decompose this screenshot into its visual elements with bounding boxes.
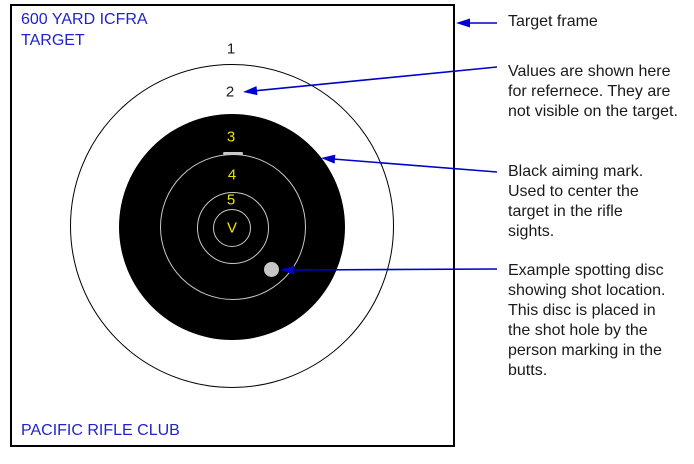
ring-value-4: 4 bbox=[227, 166, 237, 184]
annotation-target-frame: Target frame bbox=[508, 13, 598, 30]
ring-value-2: 2 bbox=[225, 83, 235, 101]
ring-value-v: V bbox=[226, 219, 238, 237]
ring-value-3: 3 bbox=[226, 128, 236, 146]
spotting-disc bbox=[264, 262, 279, 277]
target-frame-arrow bbox=[456, 18, 497, 28]
club-name: PACIFIC RIFLE CLUB bbox=[21, 422, 180, 439]
ring-value-5: 5 bbox=[226, 191, 236, 209]
ring-4-top-dash bbox=[223, 152, 243, 155]
ring-value-1: 1 bbox=[226, 40, 236, 58]
ring-5-circle bbox=[197, 192, 269, 264]
ring-v-circle bbox=[213, 209, 251, 247]
